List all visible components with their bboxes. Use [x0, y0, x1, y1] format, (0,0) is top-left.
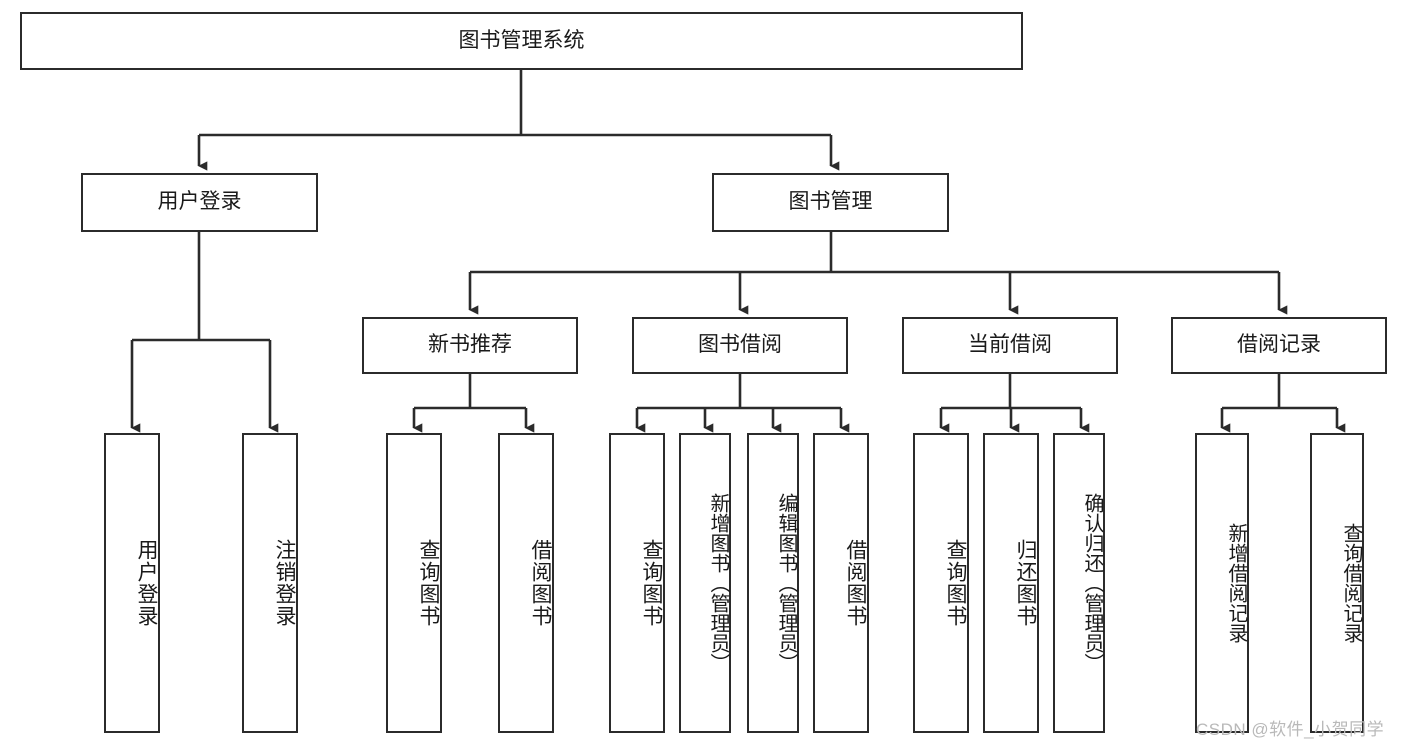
node-leaf-confirm-return[interactable]: 确认归还（管理员）: [1053, 433, 1105, 733]
watermark-csdn: CSDN @软件_小贺同学: [1196, 720, 1385, 739]
node-leaf-borrow-book-2[interactable]: 借阅图书: [813, 433, 869, 733]
node-new-book-recommend[interactable]: 新书推荐: [362, 317, 578, 374]
node-label: 编辑图书（管理员）: [775, 493, 797, 673]
node-book-manage[interactable]: 图书管理: [712, 173, 949, 232]
node-label: 图书借阅: [698, 333, 782, 357]
node-label: 当前借阅: [968, 333, 1052, 357]
node-label: 借阅图书: [844, 539, 867, 627]
node-label: 查询借阅记录: [1340, 523, 1362, 643]
node-label: 新增借阅记录: [1225, 523, 1247, 643]
node-label: 借阅图书: [529, 539, 552, 627]
node-leaf-return-book[interactable]: 归还图书: [983, 433, 1039, 733]
node-root-book-management-system[interactable]: 图书管理系统: [20, 12, 1023, 70]
node-leaf-query-book-2[interactable]: 查询图书: [609, 433, 665, 733]
node-label: 查询图书: [417, 539, 440, 627]
node-label: 用户登录: [135, 539, 158, 627]
node-leaf-query-book-3[interactable]: 查询图书: [913, 433, 969, 733]
node-leaf-add-book[interactable]: 新增图书（管理员）: [679, 433, 731, 733]
node-label: 用户登录: [157, 190, 242, 214]
node-label: 图书管理: [788, 190, 873, 214]
node-label: 图书管理系统: [458, 28, 585, 52]
node-leaf-user-login[interactable]: 用户登录: [104, 433, 160, 733]
node-user-login[interactable]: 用户登录: [81, 173, 318, 232]
node-label: 借阅记录: [1237, 333, 1321, 357]
node-label: 确认归还（管理员）: [1081, 493, 1103, 673]
node-label: 新增图书（管理员）: [707, 493, 729, 673]
node-label: 归还图书: [1014, 539, 1037, 627]
node-current-borrow[interactable]: 当前借阅: [902, 317, 1118, 374]
node-label: 查询图书: [640, 539, 663, 627]
node-label: 新书推荐: [428, 333, 512, 357]
node-leaf-borrow-book-1[interactable]: 借阅图书: [498, 433, 554, 733]
node-leaf-query-book-1[interactable]: 查询图书: [386, 433, 442, 733]
node-label: 查询图书: [944, 539, 967, 627]
node-leaf-edit-book[interactable]: 编辑图书（管理员）: [747, 433, 799, 733]
node-leaf-user-logout[interactable]: 注销登录: [242, 433, 298, 733]
node-book-borrow[interactable]: 图书借阅: [632, 317, 848, 374]
node-leaf-add-record[interactable]: 新增借阅记录: [1195, 433, 1249, 733]
node-label: 注销登录: [273, 539, 296, 627]
node-borrow-record[interactable]: 借阅记录: [1171, 317, 1387, 374]
node-leaf-query-record[interactable]: 查询借阅记录: [1310, 433, 1364, 733]
